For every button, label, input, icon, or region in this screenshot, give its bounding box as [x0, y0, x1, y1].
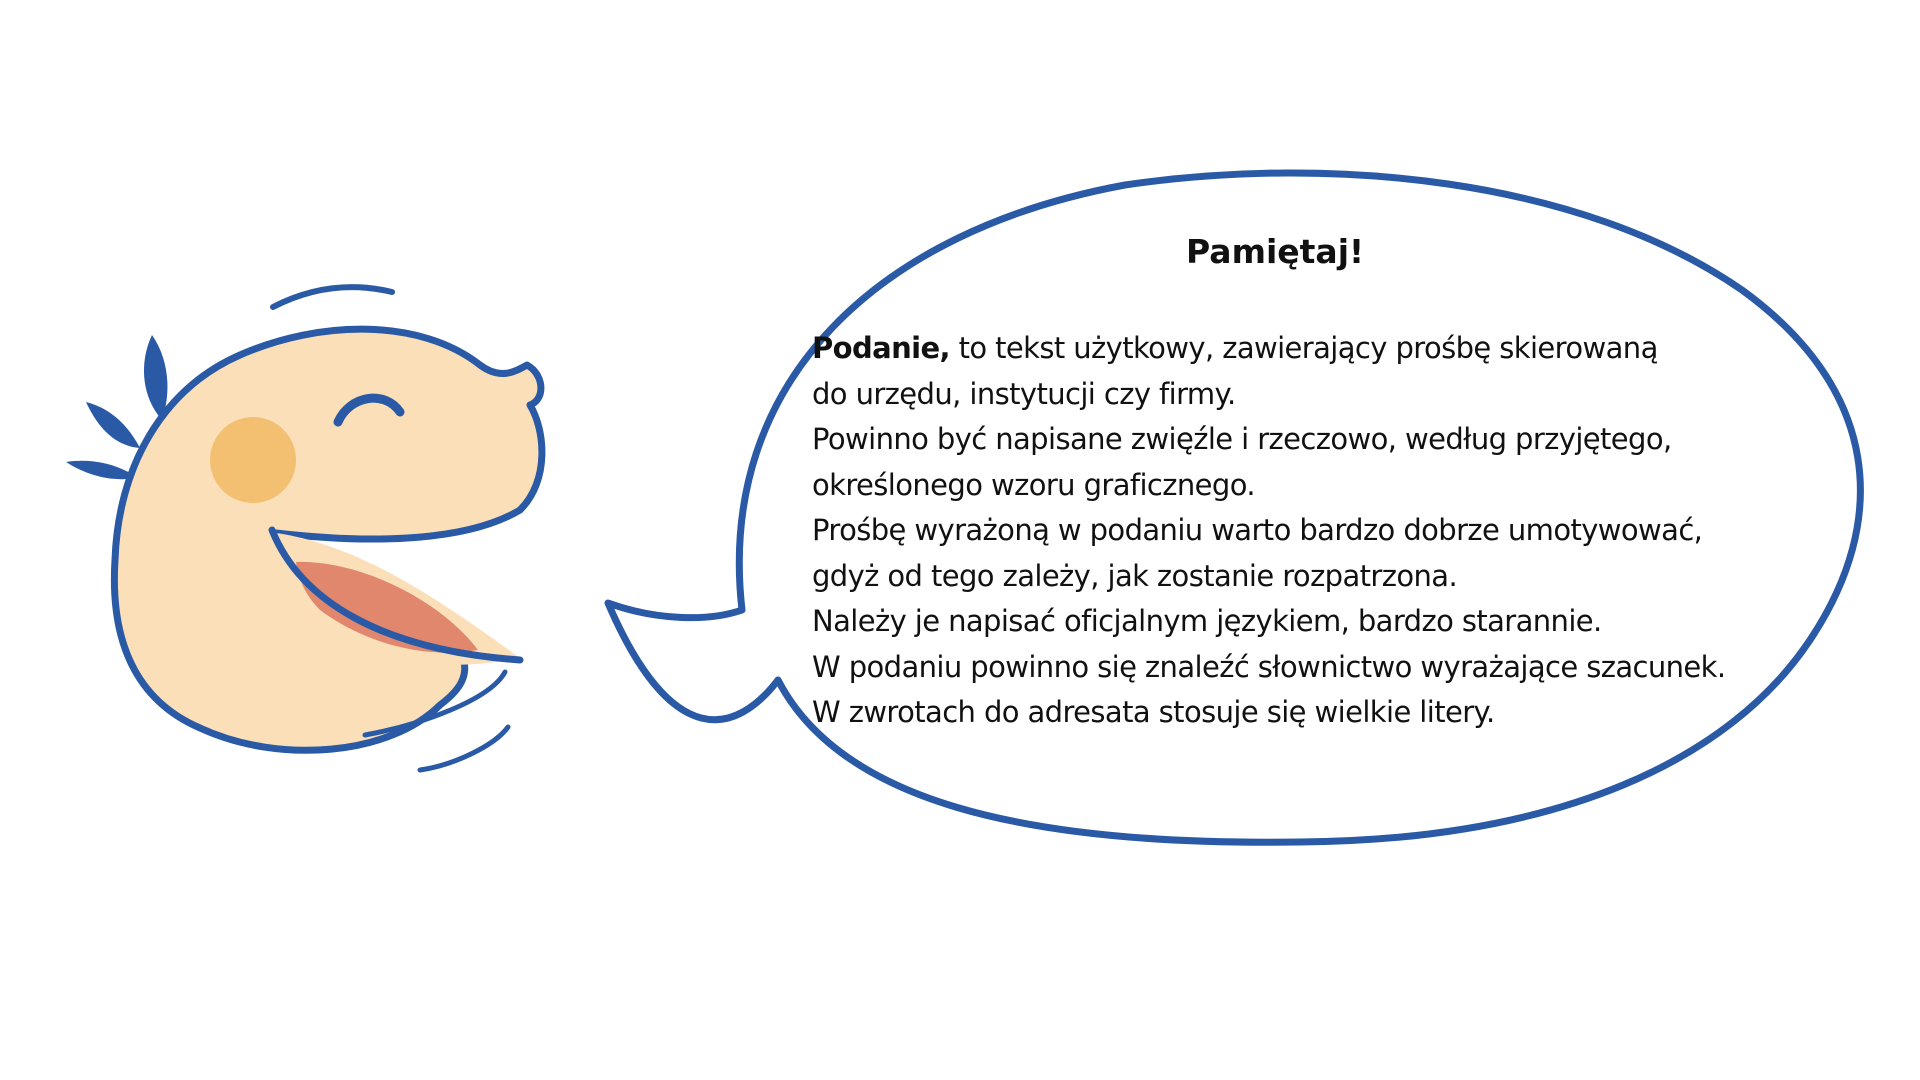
motion-line-bottom-2 — [417, 724, 511, 773]
creature-jaw-line — [268, 526, 524, 664]
bubble-heading: Pamiętaj! — [1186, 232, 1365, 271]
paragraph-line-8: W podaniu powinno się znaleźć słownictwo… — [812, 649, 1726, 684]
tuft-leaf-middle — [86, 402, 140, 448]
paragraph-line-4: określonego wzoru graficznego. — [812, 467, 1256, 502]
tuft-leaf-bottom — [66, 460, 138, 480]
paragraph-line-7: Należy je napisać oficjalnym językiem, b… — [812, 604, 1602, 638]
motion-line-bottom-1 — [362, 669, 508, 738]
paragraph-line-5: Prośbę wyrażoną w podaniu warto bardzo d… — [812, 513, 1703, 547]
motion-line-top — [270, 284, 395, 310]
speech-bubble-icon — [604, 169, 1864, 846]
paragraph-line-6: gdyż od tego zależy, jak zostanie rozpat… — [812, 558, 1458, 593]
paragraph-line-2: do urzędu, instytucji czy firmy. — [812, 376, 1236, 411]
creature-tongue — [296, 561, 478, 653]
creature-head — [110, 325, 546, 754]
paragraph-line-9: W zwrotach do adresata stosuje się wielk… — [812, 695, 1495, 729]
defined-term: Podanie, — [812, 331, 951, 365]
speech-bubble-outline — [604, 169, 1864, 846]
paragraph-line-1-text: to tekst użytkowy, zawierający prośbę sk… — [949, 331, 1659, 365]
bubble-paragraph: Podanie, to tekst użytkowy, zawierający … — [812, 326, 1812, 736]
creature-cheek — [210, 417, 296, 503]
tuft-leaf-top — [143, 335, 168, 420]
smiling-cartoon-creature-icon — [66, 284, 546, 773]
paragraph-line-1: Podanie, to tekst użytkowy, zawierający … — [812, 326, 1812, 372]
paragraph-line-3: Powinno być napisane zwięźle i rzeczowo,… — [812, 422, 1672, 456]
creature-eye — [333, 393, 405, 427]
